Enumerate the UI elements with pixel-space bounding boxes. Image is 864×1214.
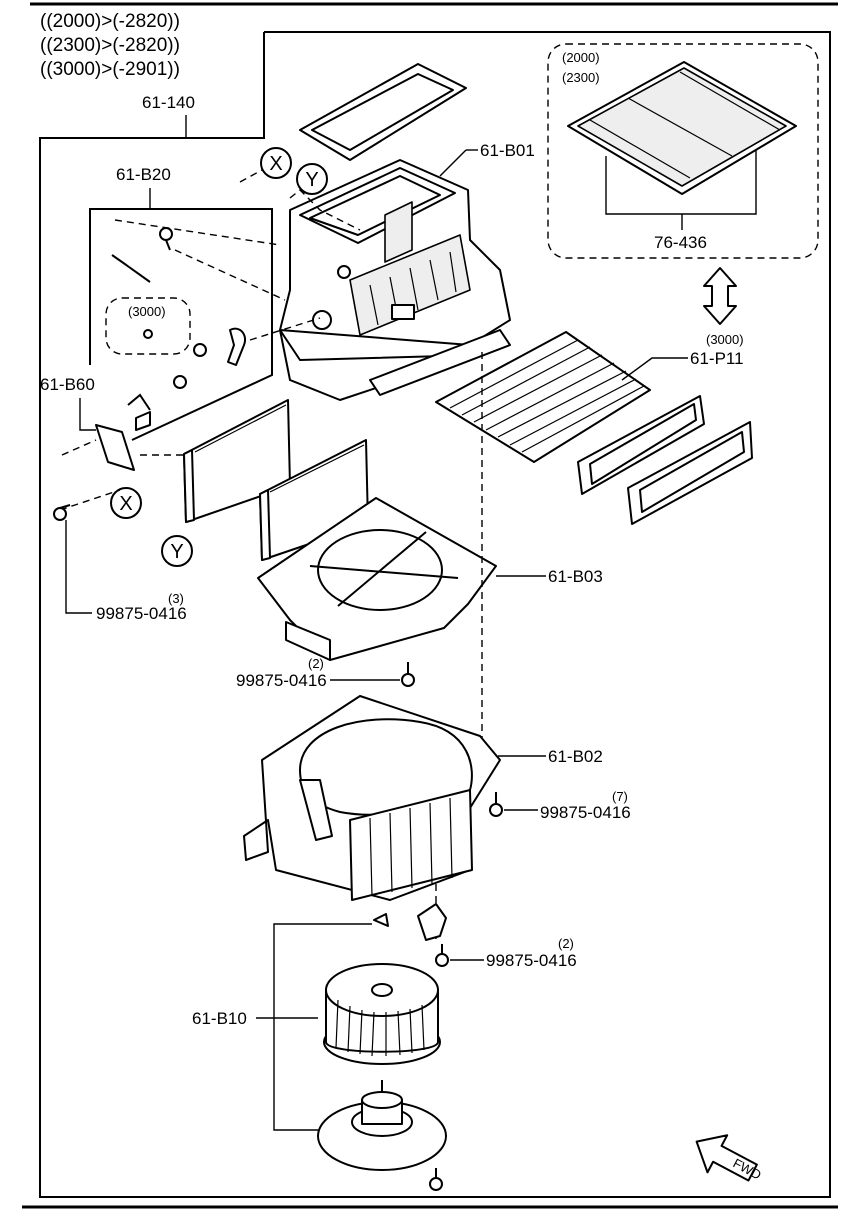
header-note-1: ((2000)>(-2820)) — [40, 11, 180, 32]
qty-screw-right: (7) — [612, 789, 628, 804]
blower-case-61-B02 — [243, 695, 501, 901]
label-screw-mid: 99875-0416 — [236, 671, 327, 690]
label-76-436: 76-436 — [654, 233, 707, 252]
dash-link-1 — [114, 219, 281, 246]
label-61-B20: 61-B20 — [116, 165, 171, 184]
marker-y-lower — [161, 535, 193, 567]
bracket-76-436 — [605, 150, 757, 215]
screw-left — [53, 504, 71, 521]
top-gasket — [299, 63, 467, 161]
bracket-part — [95, 424, 135, 471]
link-parts — [111, 227, 246, 431]
swap-arrow-icon — [703, 267, 737, 325]
qty-screw-left: (3) — [168, 591, 184, 606]
dash-link-3 — [249, 317, 321, 341]
marker-y-lower-text: Y — [170, 541, 183, 563]
label-61-P11: 61-P11 — [690, 349, 744, 368]
filter-61-P11 — [435, 331, 651, 463]
screw-mid — [401, 662, 415, 687]
dash-x-top — [239, 169, 263, 183]
variant-box-3000 — [105, 297, 191, 355]
resistor-clip — [417, 903, 447, 941]
inset-variant-2: (2300) — [562, 70, 600, 85]
screw-lower — [435, 944, 449, 967]
bracket-61-B10 — [273, 923, 372, 1131]
screw-motor — [429, 1168, 443, 1191]
header-note-3: ((3000)>(-2901)) — [40, 59, 180, 80]
marker-y-top-text: Y — [305, 169, 318, 191]
dash-bracket-1 — [61, 439, 97, 456]
label-61-B02: 61-B02 — [548, 747, 603, 766]
fwd-arrow-icon — [695, 1134, 758, 1182]
marker-x-top — [260, 147, 292, 179]
fan-nut — [373, 913, 389, 927]
lower-case-61-B03 — [257, 497, 497, 661]
upper-case-61-B01 — [279, 159, 511, 401]
filter-frame-2-inner — [639, 431, 745, 513]
marker-x-lower — [110, 487, 142, 519]
label-link-variant: (3000) — [128, 304, 166, 319]
label-screw-lower: 99875-0416 — [486, 951, 577, 970]
header-note-2: ((2300)>(-2820)) — [40, 35, 180, 56]
label-61-B03: 61-B03 — [548, 567, 603, 586]
label-61-B01: 61-B01 — [480, 141, 535, 160]
marker-x-top-text: X — [269, 153, 282, 175]
label-61-B60: 61-B60 — [40, 375, 95, 394]
fan-wheel — [323, 963, 441, 1065]
qty-screw-lower: (2) — [558, 936, 574, 951]
variant-clip — [143, 329, 153, 339]
blower-motor — [317, 1080, 447, 1171]
dash-y-top — [289, 189, 361, 231]
inset-box — [547, 43, 819, 259]
screw-right — [489, 792, 503, 817]
label-filter-variant: (3000) — [706, 332, 744, 347]
label-screw-left: 99875-0416 — [96, 604, 187, 623]
label-61-140: 61-140 — [142, 93, 195, 112]
filter-frame-1-inner — [589, 403, 697, 485]
leader-61-P11 — [621, 357, 688, 381]
label-61-B10: 61-B10 — [192, 1009, 247, 1028]
leader-screw-left — [65, 520, 92, 614]
label-screw-right: 99875-0416 — [540, 803, 631, 822]
inset-variant-1: (2000) — [562, 50, 600, 65]
dash-bracket-2 — [59, 489, 121, 511]
assembly-frame — [39, 31, 831, 1198]
marker-y-top — [296, 163, 328, 195]
inset-filter — [567, 61, 797, 195]
leader-61-B01 — [439, 149, 467, 177]
bracket-61-B20 — [89, 208, 273, 441]
qty-screw-mid: (2) — [308, 656, 324, 671]
leader-61-B60 — [79, 398, 96, 431]
marker-x-lower-text: X — [119, 493, 132, 515]
dash-link-2 — [174, 249, 286, 301]
